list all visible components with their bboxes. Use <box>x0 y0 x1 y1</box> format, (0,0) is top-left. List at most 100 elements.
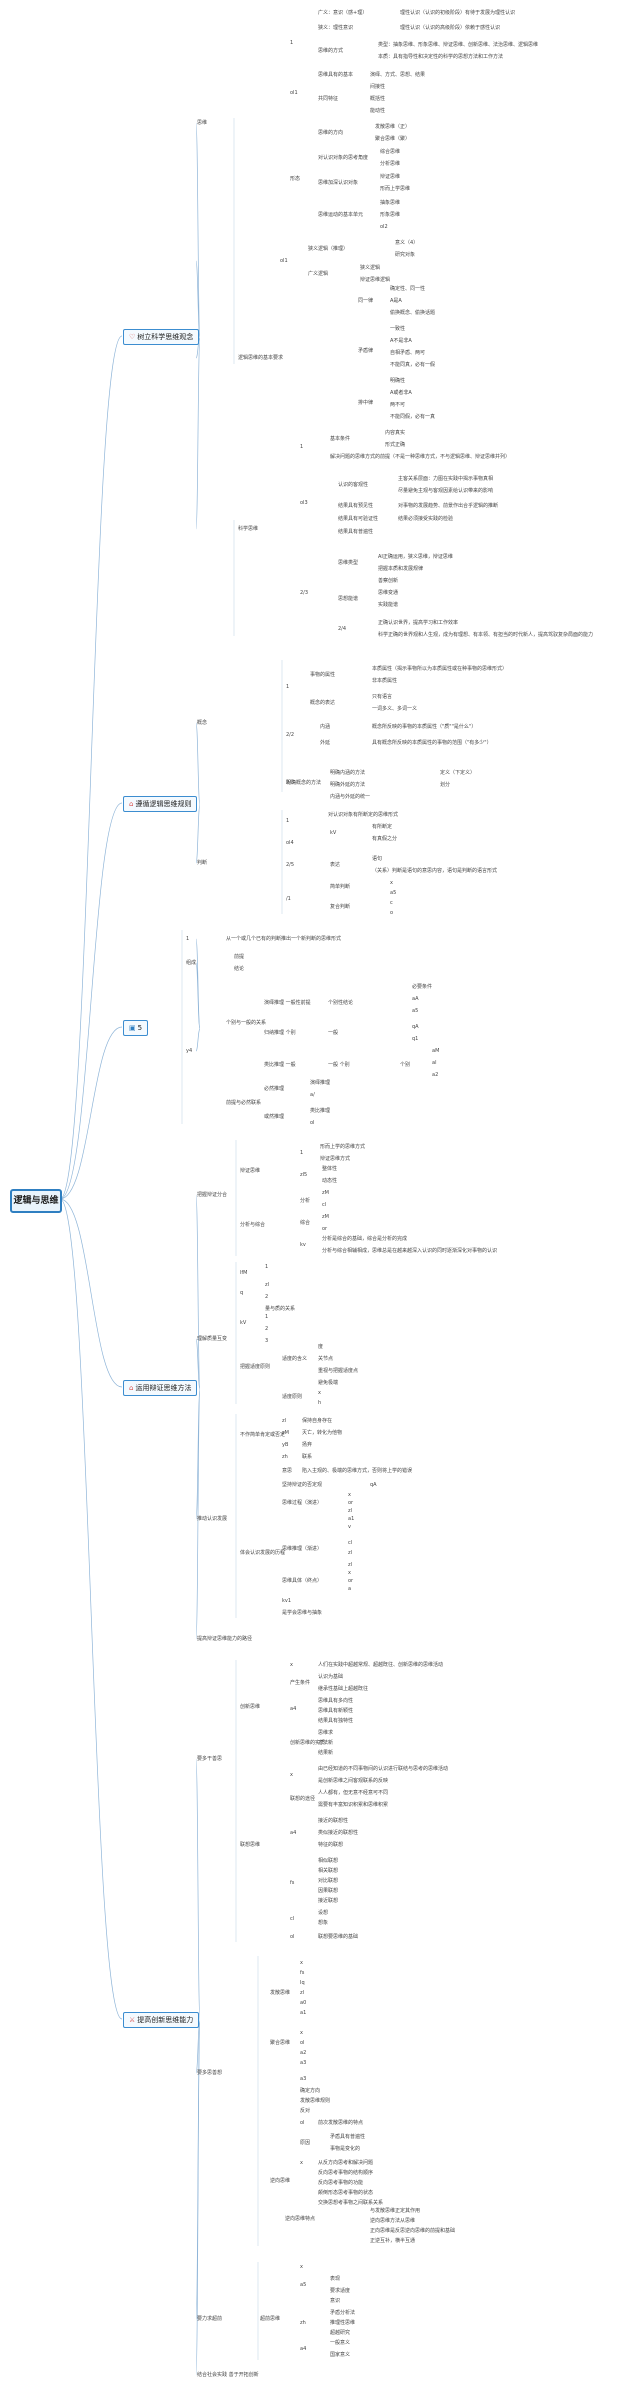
node-s5-46[interactable]: 聚合思维 <box>270 2040 291 2046</box>
node-s1-56[interactable]: 内容真实 <box>385 430 406 436</box>
node-s4-2[interactable]: 辩证思维 <box>240 1168 261 1174</box>
node-s1-18[interactable]: 思维的方向 <box>318 130 344 136</box>
node-s1-54[interactable]: 1 <box>300 444 304 450</box>
node-s5-34[interactable]: 设想 <box>318 1910 329 1916</box>
node-s3-13[interactable]: 归纳推理 个别 <box>264 1030 296 1036</box>
node-s1-61[interactable]: 主客关系层面：力图在实践中揭示事物真相 <box>398 476 494 482</box>
node-s1-36[interactable]: 狭义逻辑 <box>360 265 381 271</box>
node-s2-3[interactable]: 事物的属性 <box>310 672 336 678</box>
node-s3-19[interactable]: 个别 <box>400 1062 411 1068</box>
node-s2-28[interactable]: 2/5 <box>286 862 295 868</box>
node-s1-23[interactable]: 分析思维 <box>380 161 401 167</box>
node-s3-27[interactable]: 或然推理 <box>264 1114 285 1120</box>
node-s1-16[interactable]: 能动性 <box>370 108 386 114</box>
node-s5-24[interactable]: 接近的联想性 <box>318 1818 349 1824</box>
node-s5-44[interactable]: a0 <box>300 2000 307 2006</box>
node-s5-57[interactable]: 逆向思维 <box>270 2178 291 2184</box>
node-s5-76[interactable]: 表现 <box>330 2276 341 2282</box>
node-s1-59[interactable]: ol3 <box>300 500 308 506</box>
node-s4-56[interactable]: or <box>348 1500 354 1506</box>
node-s2-4[interactable]: 本质属性（揭示事物所以为本质属性或在种事物的思维形式） <box>372 666 508 672</box>
node-s3-17[interactable]: 类比推理 一般 <box>264 1062 296 1068</box>
node-s5-81[interactable]: 推理性思维 <box>330 2320 356 2326</box>
node-s4-8[interactable]: 动态性 <box>322 1178 338 1184</box>
node-s3-26[interactable]: a/ <box>310 1092 315 1098</box>
node-s5-64[interactable]: 反向思考事物的功能 <box>318 2180 364 2186</box>
node-s1-14[interactable]: 间接性 <box>370 84 386 90</box>
node-s5-36[interactable]: ol <box>290 1934 295 1940</box>
node-s4-12[interactable]: cl <box>322 1202 327 1208</box>
node-s4-21[interactable]: 1 <box>265 1264 269 1270</box>
node-s5-61[interactable]: x <box>300 2160 303 2166</box>
node-s2-5[interactable]: 非本质属性 <box>372 678 398 684</box>
node-s1-28[interactable]: 抽象思维 <box>380 200 401 206</box>
node-s5-62[interactable]: 从反方向思考和解决问题 <box>318 2160 374 2166</box>
node-s3-22[interactable]: a2 <box>432 1072 439 1078</box>
node-s3-15[interactable]: qA <box>412 1024 419 1030</box>
node-s5-21[interactable]: 人人都有，但无意不经意可不同 <box>318 1790 389 1796</box>
node-s2-12[interactable]: 外延 <box>320 740 331 746</box>
node-s1-49[interactable]: 明确性 <box>390 378 406 384</box>
node-s1-20[interactable]: 聚合思维（聚） <box>375 136 411 142</box>
node-s3-28[interactable]: 类比推理 <box>310 1108 331 1114</box>
node-s5-67[interactable]: 逆向思维特点 <box>285 2216 316 2222</box>
node-s5-49[interactable]: a2 <box>300 2050 307 2056</box>
node-s5-65[interactable]: 颠倒形态思考事物的状态 <box>318 2190 374 2196</box>
node-s1-72[interactable]: 善察创新 <box>378 578 399 584</box>
node-s5-39[interactable]: 发散思维 <box>270 1990 291 1996</box>
node-s5-53[interactable]: 发散思维规则 <box>300 2098 331 2104</box>
branch-dialectical[interactable]: ⌂运用辩证思维方法 <box>123 1380 198 1396</box>
node-s3-21[interactable]: al <box>432 1060 437 1066</box>
node-s2-29[interactable]: 表达 <box>330 862 341 868</box>
node-s2-23[interactable]: 对认识对象有所断定的思维形式 <box>328 812 399 818</box>
node-s2-27[interactable]: 有真假之分 <box>372 836 398 842</box>
node-s5-42[interactable]: Iq <box>300 1980 305 1986</box>
node-s4-3[interactable]: 1 <box>300 1150 304 1156</box>
node-s5-35[interactable]: 想象 <box>318 1920 329 1926</box>
node-s1-48[interactable]: 排中律 <box>358 400 374 406</box>
node-s1-15[interactable]: 概括性 <box>370 96 386 102</box>
node-s4-54[interactable]: 思维过程（演进） <box>282 1500 323 1506</box>
node-s5-30[interactable]: 对比联想 <box>318 1878 339 1884</box>
node-s2-9[interactable]: 2/2 <box>286 732 295 738</box>
node-s1-67[interactable]: 结果具有普遍性 <box>338 529 374 535</box>
node-s5-40[interactable]: x <box>300 1960 303 1966</box>
node-s5-4[interactable]: 人们在实践中超越常规、超越既往、创新思维的思维活动 <box>318 1662 444 1668</box>
node-s1-66[interactable]: 结果必须接受实践的检验 <box>398 516 454 522</box>
node-s1-34[interactable]: 研究对象 <box>395 252 416 258</box>
node-s2-11[interactable]: 概念所反映的事物的本质属性（"质""是什么"） <box>372 724 477 730</box>
node-s1-78[interactable]: 科学正确的世界观和人生观，成为有理想、有本领、有担当的时代新人，提高驾驭复杂局面… <box>378 632 594 638</box>
node-s1-40[interactable]: 确定性、同一性 <box>390 286 426 292</box>
node-s1-38[interactable]: 逻辑思维的基本要求 <box>238 355 284 361</box>
branch-innovation[interactable]: ⚔提高创新思维能力 <box>123 2012 200 2028</box>
node-s5-78[interactable]: 意识 <box>330 2298 341 2304</box>
node-s1-12[interactable]: 演绎、方式、思想、结果 <box>370 72 426 78</box>
node-s3-20[interactable]: aM <box>432 1048 440 1054</box>
node-s1-70[interactable]: AI正确运用，狭义思维，辩证思维 <box>378 554 453 560</box>
node-s5-82[interactable]: 超越研究 <box>330 2330 351 2336</box>
node-s5-79[interactable]: zh <box>300 2320 306 2326</box>
node-s5-80[interactable]: 矛盾分析法 <box>330 2310 356 2316</box>
node-s5-26[interactable]: 特征的联想 <box>318 1842 344 1848</box>
node-s5-68[interactable]: 与发散思维正定其作用 <box>370 2208 421 2214</box>
node-s2-18[interactable]: 明确外延的方法 <box>330 782 366 788</box>
node-s4-18[interactable]: 分析与综合相辅相成，思维总是在越来越深入认识的同时逐渐深化对事物的认识 <box>322 1248 498 1254</box>
node-s4-51[interactable]: 坚持辩证的否定观 <box>282 1482 323 1488</box>
node-s4-53[interactable]: 体会认识发展的历程 <box>240 1550 286 1556</box>
node-s5-58[interactable]: 原因 <box>300 2140 311 2146</box>
node-s1-31[interactable]: ol1 <box>280 258 288 264</box>
node-s5-20[interactable]: 联想的途径 <box>290 1796 316 1802</box>
node-s5-33[interactable]: cl <box>290 1916 295 1922</box>
node-s1-62[interactable]: 尽量避免主观与客观因素给认识带来的影响 <box>398 488 494 494</box>
node-s4-37[interactable]: x <box>318 1390 321 1396</box>
node-s1-25[interactable]: 辩证思维 <box>380 174 401 180</box>
node-s4-44[interactable]: 灭亡，转化为他物 <box>302 1430 343 1436</box>
node-s5-86[interactable]: 结合社会实践 善于开拓创新 <box>197 2372 259 2378</box>
node-s1-13[interactable]: 共同特征 <box>318 96 339 102</box>
node-s1-39[interactable]: 同一律 <box>358 298 374 304</box>
node-s5-47[interactable]: x <box>300 2030 303 2036</box>
node-s3-11[interactable]: aA <box>412 996 419 1002</box>
node-s5-37[interactable]: 联想要思维的基础 <box>318 1934 359 1940</box>
node-s5-45[interactable]: a1 <box>300 2010 307 2016</box>
node-s5-72[interactable]: 要力求超前 <box>197 2316 223 2322</box>
